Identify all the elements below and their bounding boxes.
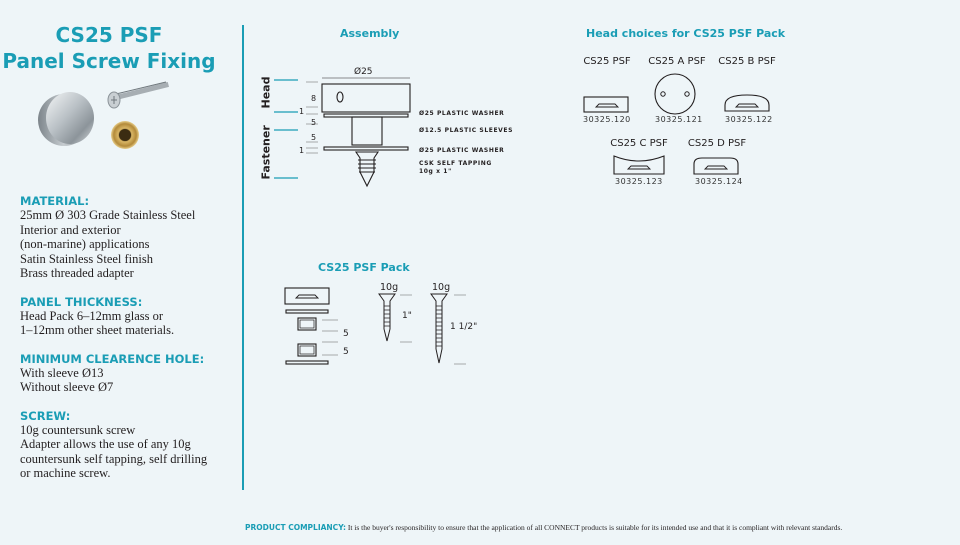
dim-label: 5	[311, 133, 317, 142]
cs25-b-psf-head-icon	[724, 94, 770, 112]
spec-clearance-hole: MINIMUM CLEARENCE HOLE: With sleeve Ø13 …	[20, 352, 235, 395]
spec-panel-thickness: PANEL THICKNESS: Head Pack 6–12mm glass …	[20, 295, 235, 338]
screw-2-length: 1 1/2"	[450, 322, 478, 332]
callout-sleeves: Ø12.5 PLASTIC SLEEVES	[419, 127, 514, 134]
spec-heading: SCREW:	[20, 408, 71, 423]
spec-line: countersunk self tapping, self drilling	[20, 451, 208, 466]
head-choice-code: 30325.123	[615, 177, 663, 186]
pack-parts-drawing	[284, 287, 338, 365]
spec-heading: MINIMUM CLEARENCE HOLE:	[20, 351, 205, 366]
spec-line: Brass threaded adapter	[20, 266, 134, 280]
head-choice-name: CS25 A PSF	[648, 56, 706, 67]
product-title-line2: Panel Screw Fixing	[2, 49, 216, 73]
product-title-line1: CS25 PSF	[55, 23, 163, 47]
head-choice-name: CS25 C PSF	[610, 138, 668, 149]
head-choice-item: CS25 A PSF	[644, 56, 710, 67]
screw-1-length: 1"	[402, 311, 412, 321]
product-title: CS25 PSF Panel Screw Fixing	[0, 22, 218, 74]
compliance-footer: PRODUCT COMPLIANCY: It is the buyer's re…	[245, 523, 945, 532]
head-choice-item: CS25 B PSF	[714, 56, 780, 67]
spec-line: Interior and exterior	[20, 222, 121, 237]
pack-heading: CS25 PSF Pack	[318, 261, 410, 274]
dim-label: 8	[311, 94, 317, 103]
callout-washer-top: Ø25 PLASTIC WASHER	[419, 110, 505, 117]
compliance-text: It is the buyer's responsibility to ensu…	[347, 523, 843, 532]
cs25-d-psf-head-icon	[693, 157, 739, 175]
screw-1-drawing	[378, 293, 412, 343]
spec-line: Without sleeve Ø7	[20, 380, 114, 394]
spec-line: 1–12mm other sheet materials.	[20, 323, 175, 337]
spec-material: MATERIAL: 25mm Ø 303 Grade Stainless Ste…	[20, 194, 235, 281]
head-choice-name: CS25 PSF	[583, 56, 631, 67]
spec-line: 10g countersunk screw	[20, 422, 136, 437]
column-divider	[242, 25, 244, 490]
screw-2-gauge: 10g	[432, 282, 451, 293]
head-choices-heading: Head choices for CS25 PSF Pack	[586, 27, 786, 40]
assembly-drawing	[274, 77, 411, 188]
head-choice-item: CS25 C PSF	[604, 138, 674, 149]
screw-1-gauge: 10g	[380, 282, 399, 293]
pack-dim-label: 5	[343, 347, 349, 357]
compliance-label: PRODUCT COMPLIANCY:	[245, 523, 346, 532]
head-choice-code: 30325.122	[725, 115, 773, 124]
spec-line: Head Pack 6–12mm glass or	[20, 308, 164, 323]
assembly-heading: Assembly	[340, 27, 400, 40]
dim-label: 5	[311, 118, 317, 127]
cs25-a-psf-head-icon	[654, 73, 696, 115]
head-choice-name: CS25 B PSF	[718, 56, 776, 67]
spec-line: 25mm Ø 303 Grade Stainless Steel	[20, 208, 196, 222]
spec-line: (non-marine) applications	[20, 237, 150, 251]
head-choice-item: CS25 PSF	[574, 56, 640, 67]
screw-image	[107, 81, 170, 109]
callout-screw-type: CSK SELF TAPPING	[419, 160, 492, 167]
dim-label: 1	[299, 146, 305, 155]
spec-line: With sleeve Ø13	[20, 365, 104, 380]
pack-dim-label: 5	[343, 329, 349, 339]
spec-heading: MATERIAL:	[20, 194, 90, 208]
diameter-label: Ø25	[354, 67, 373, 77]
callout-washer-bottom: Ø25 PLASTIC WASHER	[419, 147, 505, 154]
head-choice-name: CS25 D PSF	[687, 138, 747, 149]
head-choice-code: 30325.124	[695, 177, 743, 186]
head-choice-code: 30325.121	[655, 115, 703, 124]
spec-screw: SCREW: 10g countersunk screw Adapter all…	[20, 409, 235, 481]
cs25-psf-head-icon	[583, 96, 629, 113]
specs-panel: MATERIAL: 25mm Ø 303 Grade Stainless Ste…	[20, 194, 235, 481]
spec-line: or machine screw.	[20, 466, 111, 480]
head-choice-item: CS25 D PSF	[682, 138, 752, 149]
dim-label: 1	[299, 107, 305, 116]
spec-line: Adapter allows the use of any 10g	[20, 437, 191, 451]
screw-2-drawing	[430, 293, 466, 365]
callout-screw-size: 10g x 1"	[419, 168, 452, 175]
cs25-c-psf-head-icon	[613, 155, 665, 175]
spec-heading: PANEL THICKNESS:	[20, 294, 143, 309]
head-choice-code: 30325.120	[583, 115, 631, 124]
product-photo	[38, 81, 170, 149]
spec-line: Satin Stainless Steel finish	[20, 251, 153, 266]
